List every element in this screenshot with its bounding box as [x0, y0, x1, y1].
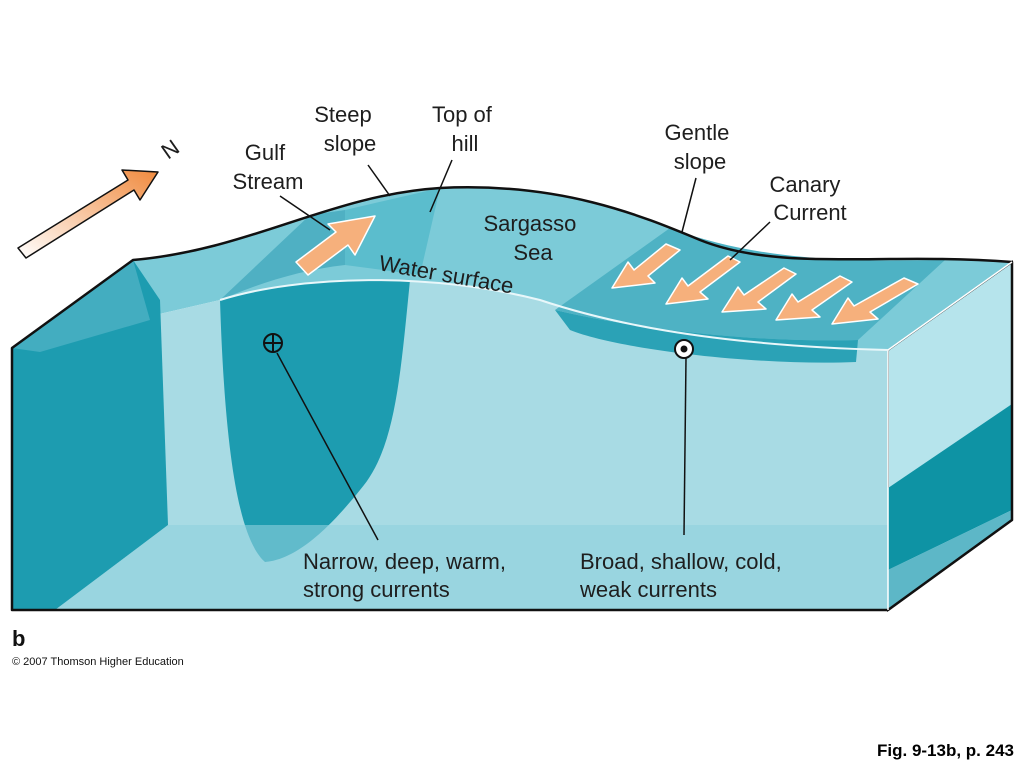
right-side-current-bottom [888, 510, 1012, 610]
copyright-notice: © 2007 Thomson Higher Education [12, 656, 184, 668]
into-page-symbol-icon [263, 333, 283, 353]
leader-narrow-currents [276, 352, 379, 541]
steep-slope-label: Steep slope [314, 102, 378, 156]
narrow-currents-label: Narrow, deep, warm, strong currents [303, 549, 512, 602]
gulf-stream-arrow-icon [295, 215, 376, 276]
bottom-lit-band [55, 525, 888, 610]
canary-arrow-icon [611, 243, 681, 289]
north-label: N [157, 135, 184, 165]
panel-letter: b [12, 626, 26, 651]
figure-reference: Fig. 9-13b, p. 243 [877, 741, 1014, 760]
leader-steep-slope [367, 164, 391, 197]
canary-current-label: Canary Current [769, 172, 846, 225]
top-right-edge [887, 261, 1013, 351]
leader-lines [276, 159, 771, 541]
ocean-block [10, 186, 1014, 612]
top-of-hill-label: Top of hill [432, 102, 498, 156]
north-arrow-icon [17, 169, 159, 259]
canary-arrow-icon [721, 267, 797, 313]
canary-current-arrows [611, 243, 919, 325]
canary-arrow-icon [665, 255, 741, 305]
leader-gulf-stream [279, 195, 331, 231]
sargasso-sea-label: Sargasso Sea [483, 211, 582, 265]
broad-currents-label: Broad, shallow, cold, weak currents [579, 549, 788, 602]
leader-canary-current [729, 221, 771, 261]
gulf-stream-label: Gulf Stream [233, 140, 304, 194]
right-side-current [888, 404, 1012, 570]
block-outline [10, 186, 1014, 612]
leader-broad-currents [683, 357, 687, 536]
north-arrow: N [17, 135, 184, 259]
gentle-slope-label: Gentle slope [665, 120, 736, 174]
canary-arrow-icon [831, 277, 919, 325]
water-surface-line [219, 279, 889, 351]
out-of-page-symbol-icon [674, 339, 694, 359]
left-wedge-highlight [12, 260, 150, 352]
canary-arrow-icon [775, 275, 853, 321]
gulf-stream-top-slope [220, 210, 345, 300]
leader-top-of-hill [429, 159, 453, 213]
leader-gentle-slope [681, 177, 697, 233]
steep-slope-face [345, 188, 440, 275]
